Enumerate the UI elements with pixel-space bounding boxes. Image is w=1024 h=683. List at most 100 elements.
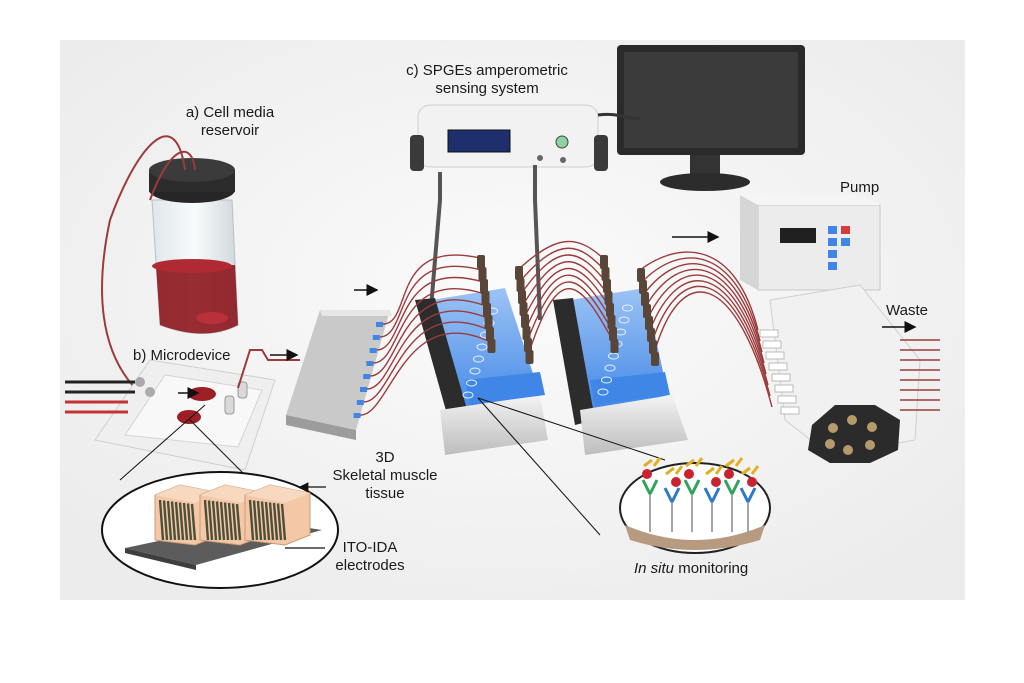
muscle-fiber bbox=[252, 500, 259, 541]
connector bbox=[481, 291, 490, 305]
detection-antibody bbox=[705, 465, 724, 476]
connector bbox=[518, 290, 526, 304]
tube-outlet bbox=[639, 251, 759, 331]
detection-antibody bbox=[725, 457, 744, 468]
connector bbox=[647, 328, 655, 342]
target-molecule bbox=[642, 469, 652, 479]
tube-inlet bbox=[370, 299, 487, 377]
connector bbox=[515, 266, 523, 280]
reservoir-tube-2 bbox=[149, 150, 196, 201]
microdevice-label: b) Microdevice bbox=[133, 347, 231, 364]
muscle-fiber bbox=[235, 503, 242, 541]
connector bbox=[487, 339, 496, 353]
target-molecule bbox=[711, 477, 721, 487]
manifold-port bbox=[363, 374, 371, 379]
sensor-well bbox=[622, 304, 633, 312]
connector bbox=[524, 338, 532, 352]
distribution-manifold bbox=[286, 310, 392, 440]
connector bbox=[603, 279, 611, 293]
sensor-well bbox=[473, 355, 484, 363]
manifold-port bbox=[376, 322, 383, 327]
tube-transfer bbox=[517, 240, 604, 271]
tissue-label: 3D Skeletal muscle tissue bbox=[320, 449, 450, 503]
reservoir-tube bbox=[101, 135, 186, 389]
connector bbox=[516, 278, 525, 292]
muscle-fiber bbox=[223, 502, 230, 541]
connector bbox=[525, 350, 534, 364]
electrode-wires bbox=[65, 380, 135, 414]
muscle-fiber bbox=[276, 503, 283, 541]
cassette-slot bbox=[777, 395, 797, 404]
monitoring-inset bbox=[477, 397, 771, 554]
muscle-fiber bbox=[190, 503, 197, 541]
waste-lines bbox=[900, 339, 940, 411]
connector bbox=[601, 267, 610, 281]
tube-inlet bbox=[366, 310, 488, 390]
connector bbox=[643, 304, 651, 318]
antibody bbox=[723, 479, 741, 495]
connector bbox=[483, 303, 491, 317]
antibody bbox=[739, 487, 757, 503]
tube-transfer bbox=[521, 261, 609, 307]
connector bbox=[641, 292, 649, 306]
connector bbox=[480, 279, 488, 293]
muscle-fiber bbox=[215, 501, 222, 541]
reservoir-label-line1: a) Cell media bbox=[185, 104, 275, 121]
connector bbox=[639, 280, 647, 294]
connector bbox=[610, 339, 619, 353]
sensor-well bbox=[597, 388, 609, 396]
tube-inlet bbox=[379, 265, 482, 338]
electrodes-label-line1: ITO-IDA bbox=[342, 539, 398, 556]
antibody bbox=[663, 487, 681, 503]
monitor bbox=[617, 45, 805, 191]
pump-label: Pump bbox=[840, 179, 880, 196]
tube-outlet bbox=[649, 280, 769, 386]
monitoring-label-italic: In situ bbox=[634, 560, 675, 577]
sensor-lead-right bbox=[533, 165, 542, 321]
detection-antibody bbox=[741, 465, 760, 476]
sensing-system-label: c) SPGEs amperometric sensing system bbox=[392, 62, 582, 98]
tissue-label-line1: 3D bbox=[375, 449, 395, 466]
muscle-fiber bbox=[166, 500, 173, 541]
tissue-inset bbox=[101, 404, 339, 589]
tube-outlet bbox=[645, 268, 765, 364]
manifold-port bbox=[360, 387, 367, 392]
muscle-fiber bbox=[186, 503, 193, 541]
tube-transfer bbox=[524, 274, 612, 331]
target-molecule bbox=[747, 477, 757, 487]
manifold-port bbox=[366, 361, 374, 366]
tube-inlet bbox=[360, 332, 491, 416]
tissue-label-line2: Skeletal muscle bbox=[332, 467, 438, 484]
tissue-label-line3: tissue bbox=[365, 485, 405, 502]
tube-outlet bbox=[651, 285, 771, 397]
microdevice bbox=[94, 359, 276, 471]
tube-outlet bbox=[653, 291, 773, 408]
tube-inlet bbox=[376, 276, 484, 351]
tube-transfer bbox=[520, 254, 607, 295]
muscle-fiber bbox=[264, 501, 271, 541]
sensing-label-line2: sensing system bbox=[435, 80, 539, 97]
connector bbox=[478, 267, 487, 281]
target-molecule bbox=[684, 469, 694, 479]
antibody bbox=[683, 479, 701, 495]
connector bbox=[607, 315, 616, 329]
tube-outlet bbox=[641, 257, 761, 342]
cassette-slot bbox=[780, 406, 800, 415]
connector bbox=[637, 268, 645, 282]
sensor-well bbox=[618, 316, 630, 324]
tube-transfer bbox=[523, 267, 610, 319]
tube-transfer bbox=[518, 247, 606, 283]
pump-controller bbox=[740, 195, 881, 291]
connector bbox=[477, 255, 485, 269]
muscle-fiber bbox=[203, 499, 210, 541]
sensor-well bbox=[601, 376, 612, 384]
monitoring-label: In situ monitoring bbox=[634, 560, 748, 578]
connector bbox=[606, 303, 614, 317]
cassette-slot bbox=[765, 351, 785, 360]
cassette-slot bbox=[771, 373, 791, 382]
pump-cassette bbox=[759, 329, 800, 415]
muscle-fiber bbox=[227, 502, 234, 541]
chip-holder-right bbox=[553, 288, 688, 455]
muscle-fiber bbox=[231, 503, 238, 541]
muscle-fiber bbox=[260, 501, 267, 541]
